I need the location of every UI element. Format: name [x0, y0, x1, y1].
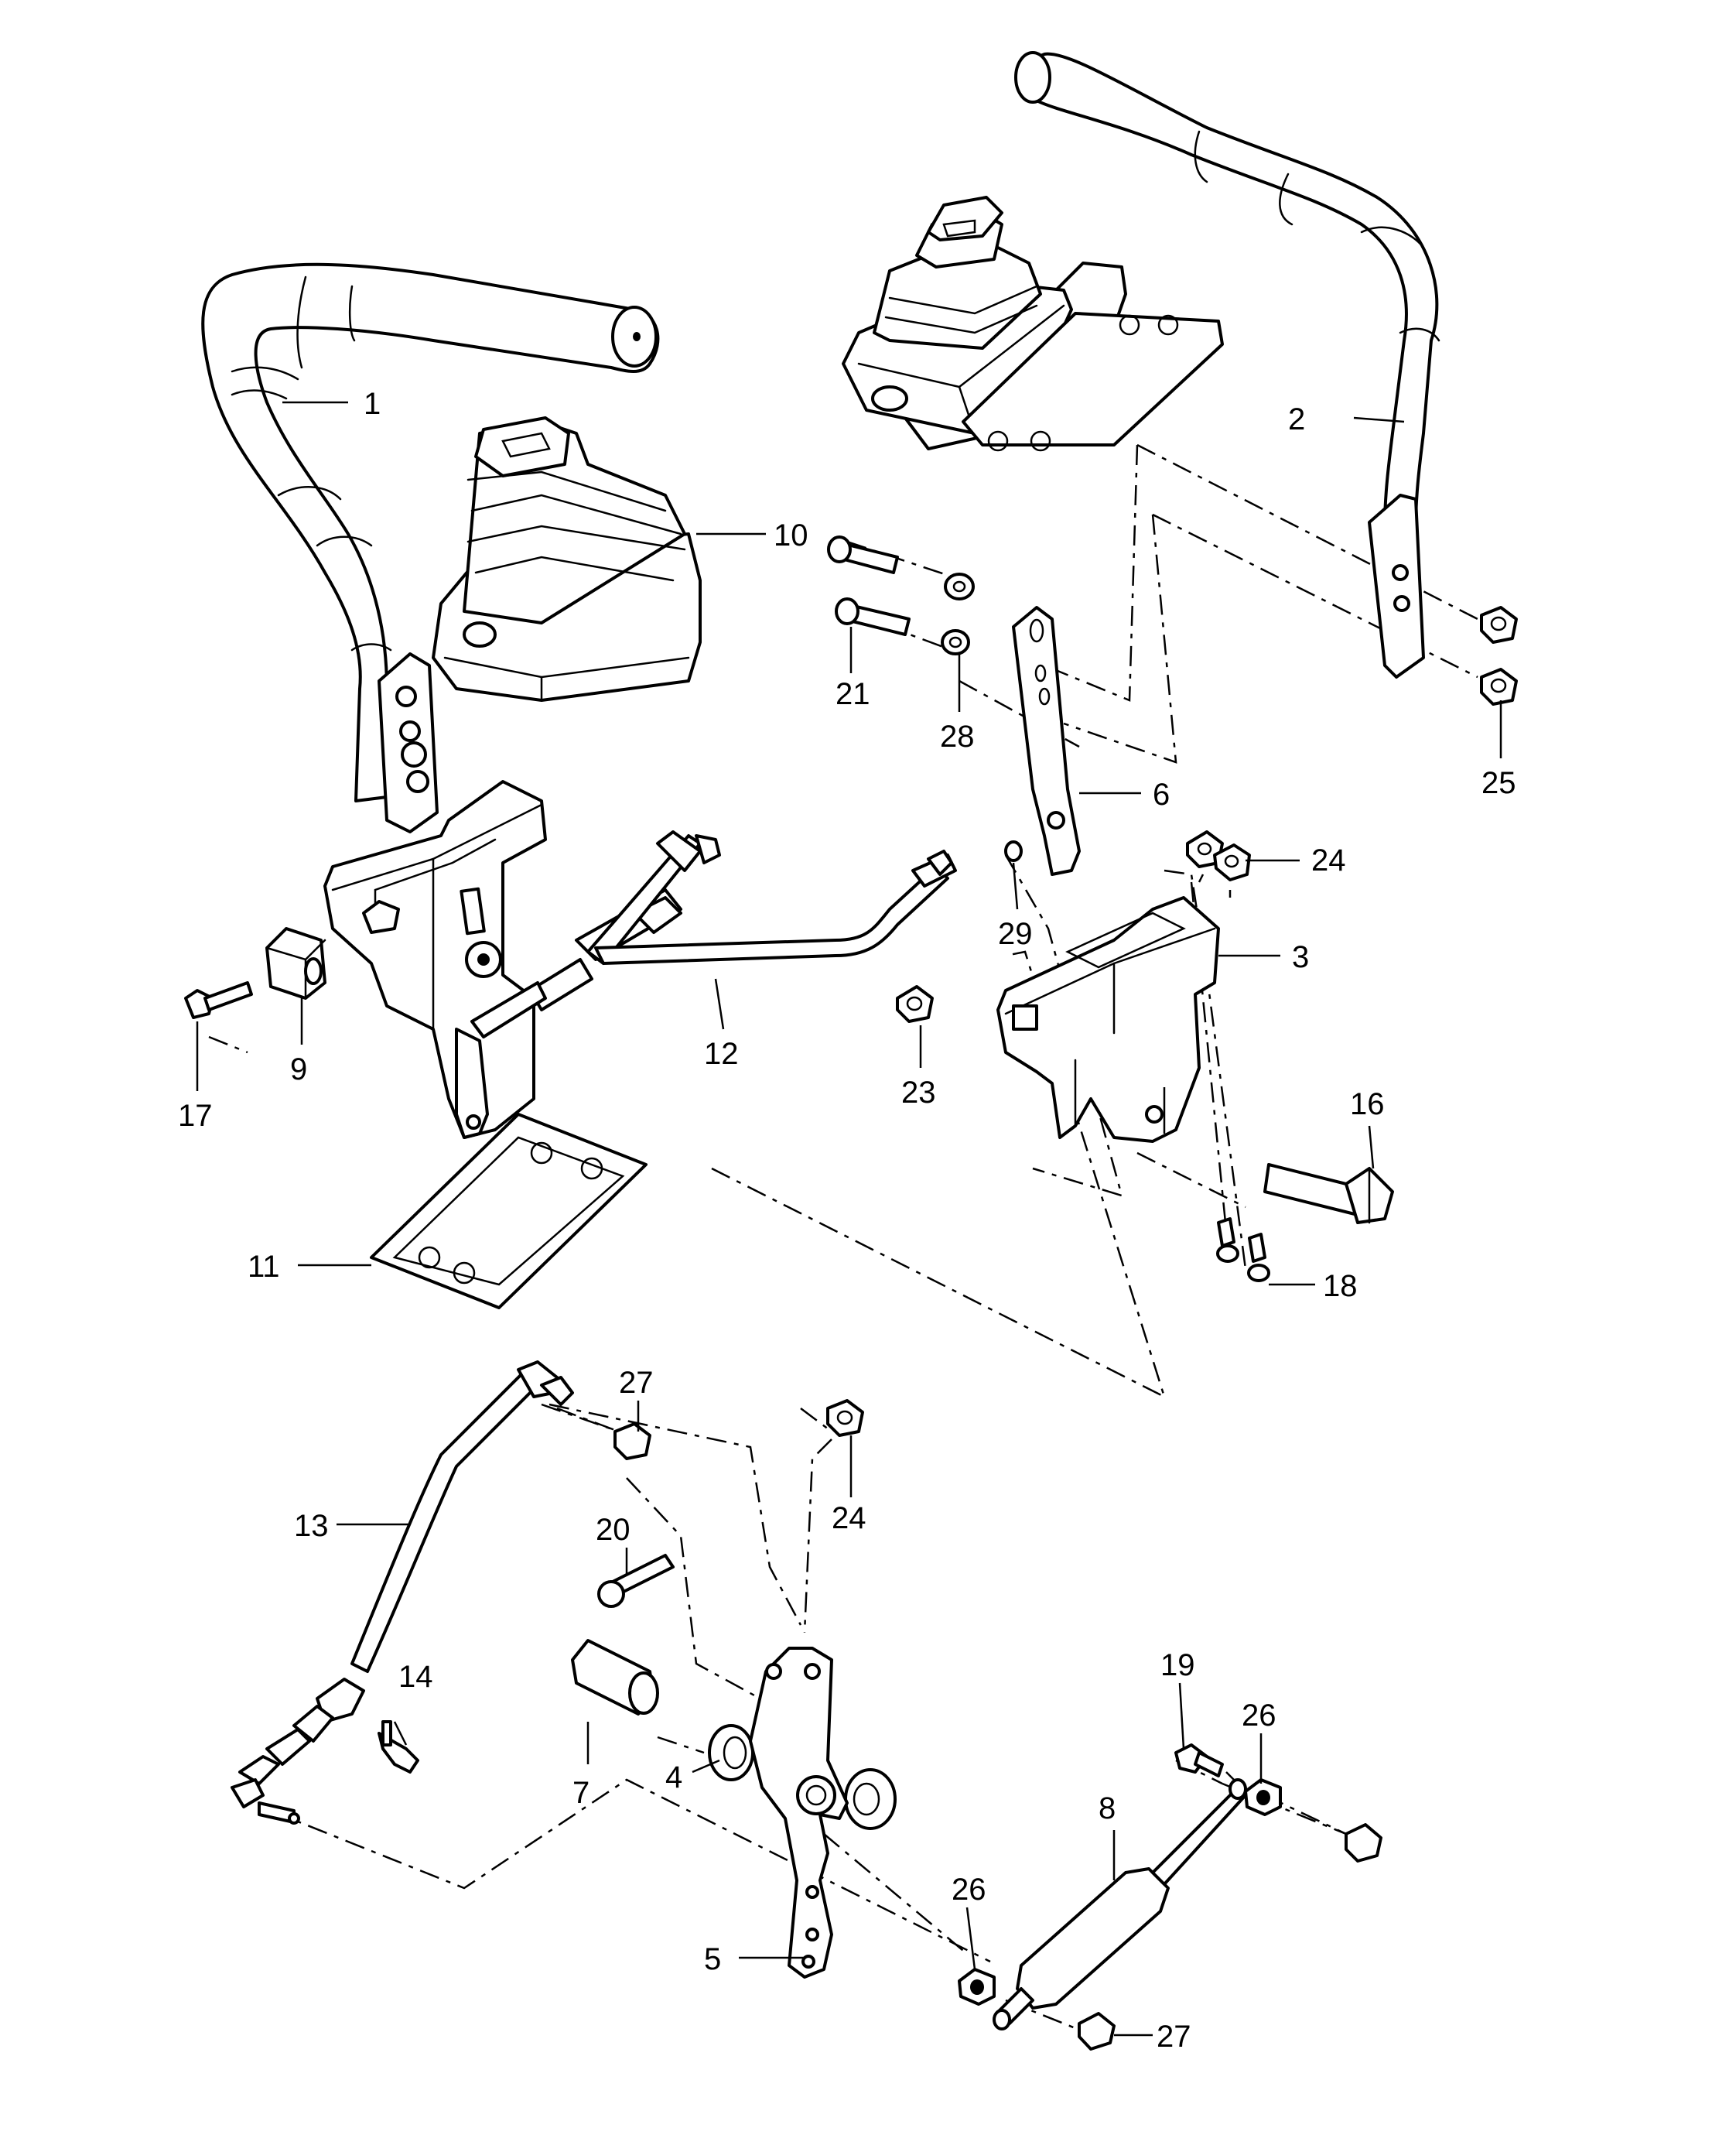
callout-20: 20	[596, 1513, 630, 1547]
callout-3: 3	[1292, 940, 1309, 974]
nut-26-upper	[1244, 1778, 1282, 1816]
pivot-block	[265, 927, 326, 1000]
callout-14: 14	[398, 1660, 433, 1694]
callout-24-upper: 24	[1311, 843, 1346, 878]
bolt-17	[184, 981, 253, 1019]
right-link-arm	[1012, 606, 1081, 876]
nut-25-upper	[1480, 606, 1518, 644]
nut-27-upper	[613, 1422, 651, 1460]
callout-26-upper: 26	[1242, 1699, 1276, 1733]
callout-8: 8	[1099, 1791, 1116, 1825]
left-base-plate	[370, 1113, 648, 1309]
callout-2: 2	[1288, 402, 1305, 436]
nut-25	[1480, 668, 1518, 706]
flange-bushing-4	[708, 1724, 754, 1781]
washer-29	[1004, 840, 1023, 862]
callout-19: 19	[1160, 1648, 1195, 1682]
lower-lever	[749, 1647, 849, 1979]
left-control-bracket	[323, 780, 547, 1139]
right-boot-cover	[842, 196, 1224, 452]
pin-21-upper	[827, 535, 899, 574]
cotter-pin-14	[378, 1720, 419, 1774]
linkage-rod	[231, 1360, 574, 1825]
callout-18: 18	[1323, 1269, 1358, 1303]
right-mounting-bracket	[996, 896, 1220, 1143]
screw-18-a	[1216, 1217, 1239, 1263]
nut-27-right	[1345, 1823, 1382, 1863]
bolt-16	[1263, 1163, 1394, 1224]
callout-24-lower: 24	[832, 1501, 866, 1535]
left-control-handle	[201, 262, 660, 833]
callout-13: 13	[294, 1509, 329, 1543]
callout-27-upper: 27	[619, 1366, 654, 1400]
flange-bushing-4-right	[844, 1768, 897, 1830]
callout-16: 16	[1350, 1087, 1385, 1121]
callout-6: 6	[1153, 778, 1170, 812]
callout-11: 11	[248, 1250, 280, 1284]
callout-28: 28	[940, 720, 975, 754]
gas-spring	[993, 1778, 1247, 2030]
callout-23: 23	[901, 1076, 936, 1110]
nut-24-right-b	[1213, 843, 1251, 881]
callout-9: 9	[290, 1052, 307, 1086]
leader-lines	[196, 401, 1502, 2037]
callout-25: 25	[1481, 766, 1516, 800]
pin-21	[835, 597, 911, 636]
callout-7: 7	[572, 1776, 589, 1810]
callout-26-lower: 26	[952, 1873, 986, 1907]
right-control-handle	[1014, 51, 1440, 679]
callout-1: 1	[364, 387, 381, 421]
washer-28-upper	[944, 573, 975, 600]
nut-24-lower	[826, 1399, 864, 1437]
callout-10: 10	[774, 518, 808, 552]
callout-4: 4	[665, 1760, 682, 1794]
damper-and-rod	[470, 830, 957, 1038]
left-boot-cover	[432, 416, 702, 702]
callout-29: 29	[998, 917, 1033, 951]
nut-23	[896, 985, 934, 1023]
screw-18-b	[1247, 1233, 1270, 1282]
callout-labels: 1 2 3 4 5 6 7 8 9 10 11 12 13 14 16 17 1…	[178, 387, 1516, 2054]
callout-27-lower: 27	[1157, 2020, 1191, 2054]
callout-5: 5	[704, 1942, 721, 1976]
bolt-20	[597, 1554, 675, 1608]
callout-17: 17	[178, 1099, 213, 1133]
nut-26-lower	[958, 1968, 996, 2006]
callout-21: 21	[836, 677, 870, 711]
bushing-7	[571, 1639, 659, 1716]
callout-12: 12	[704, 1037, 739, 1071]
nut-27-lower	[1078, 2012, 1116, 2051]
bolt-19	[1174, 1743, 1224, 1777]
washer-28	[941, 629, 970, 655]
